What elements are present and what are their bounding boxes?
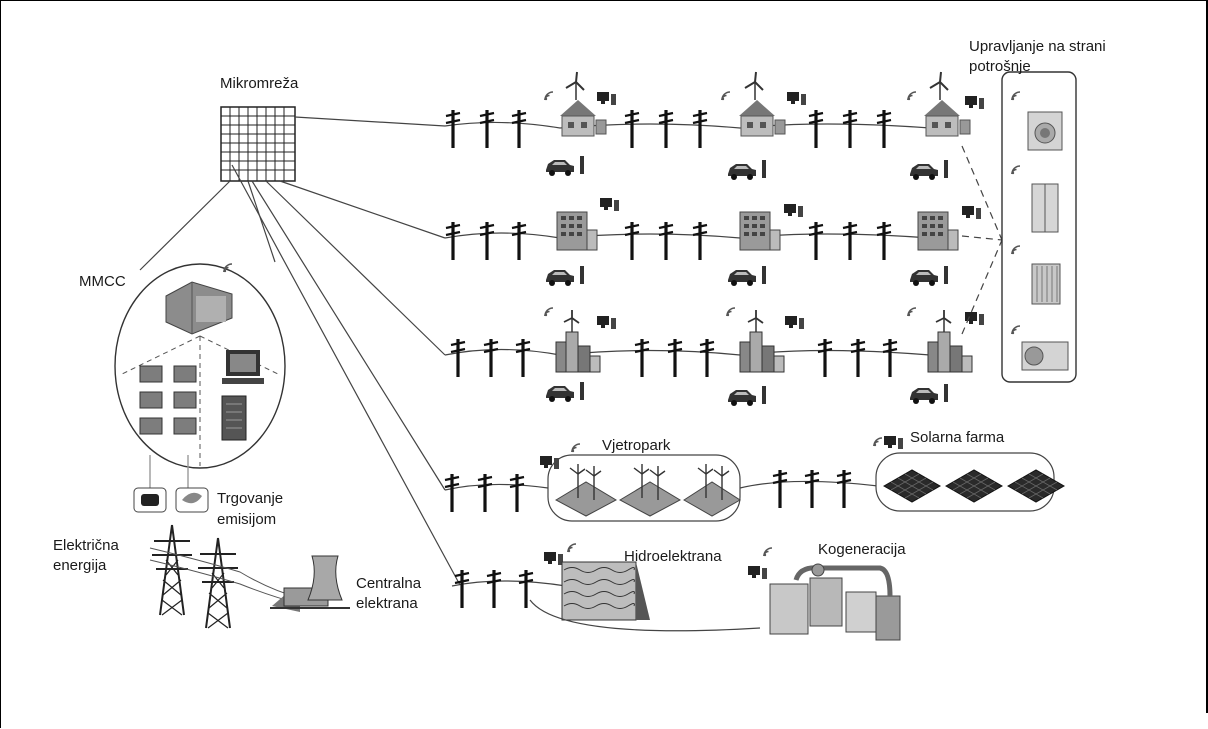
microgrid-links: [139, 116, 461, 586]
wind-park-label: Vjetropark: [602, 437, 671, 454]
air-conditioner-icon: [1021, 341, 1069, 371]
dam-icon: [561, 561, 650, 621]
demand-side-box: [1001, 71, 1077, 383]
server-icon: [221, 395, 247, 441]
wind-turbine-icon: [554, 463, 741, 517]
microgrid-grid-icon: [220, 106, 296, 182]
cogeneration-plant-icon: [769, 563, 901, 641]
electricity-meter-icon: [133, 487, 167, 513]
fridge-icon: [1031, 183, 1059, 233]
central-plant-icon: [270, 555, 350, 612]
generation-row: [451, 543, 901, 641]
demand-side-links: [961, 145, 1003, 335]
battery-bank-icon: [139, 365, 197, 435]
washing-machine-icon: [1027, 111, 1063, 151]
demand-side-label-line1: Upravljanje na strani: [969, 38, 1106, 55]
emissions-trading-label-line2: emisijom: [217, 511, 277, 528]
radiator-icon: [1031, 263, 1061, 305]
emissions-trading-label-line1: Trgovanje: [217, 490, 284, 507]
frame-edge: [1206, 0, 1208, 713]
emissions-leaf-icon: [175, 487, 209, 513]
central-plant-label-line1: Centralna: [356, 575, 422, 592]
office-building-icon: [165, 281, 233, 335]
row-houses: [444, 71, 984, 180]
central-plant-label-line2: elektrana: [356, 595, 418, 612]
wind-park-row: [443, 436, 1065, 522]
transmission-towers: [149, 524, 301, 629]
hydro-plant-label: Hidroelektrana: [624, 548, 722, 565]
mmcc-label: MMCC: [79, 273, 126, 290]
computer-icon: [222, 350, 264, 384]
microgrid-label: Mikromreža: [220, 75, 299, 92]
row-offices: [444, 198, 981, 286]
demand-side-label-line2: potrošnje: [969, 58, 1031, 75]
mmcc-control-center: [114, 263, 286, 469]
electricity-label-line2: energija: [53, 557, 107, 574]
solar-farm-label: Solarna farma: [910, 429, 1005, 446]
cogeneration-label: Kogeneracija: [818, 541, 906, 558]
electricity-label-line1: Električna: [53, 537, 119, 554]
solar-panel-icon: [883, 469, 1065, 503]
row-factories: [444, 307, 984, 406]
mmcc-arrows: [149, 455, 189, 488]
